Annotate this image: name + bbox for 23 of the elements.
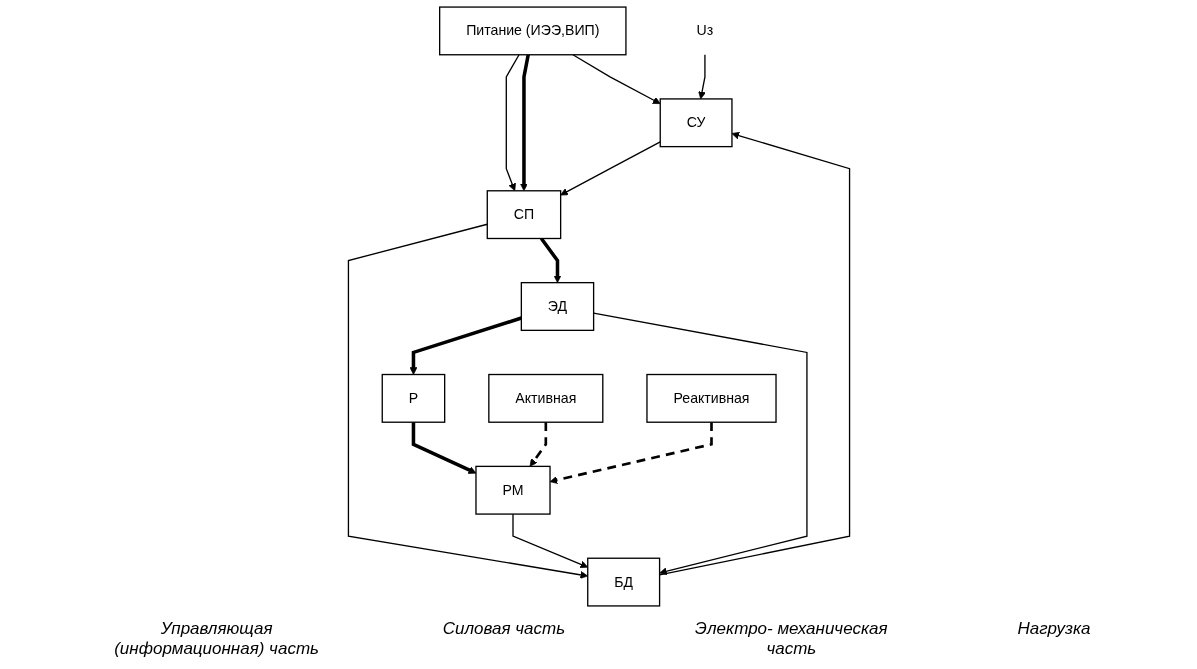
node-box: БД: [586, 557, 660, 607]
section-caption: Силовая часть: [442, 619, 566, 640]
arrow: [505, 54, 520, 192]
arrow: [347, 223, 588, 579]
arrow: [539, 237, 561, 283]
node-box: Р: [381, 373, 445, 423]
section-caption: Управляющая (информационная) часть: [113, 619, 320, 659]
arrow: [697, 54, 706, 100]
arrow: [549, 422, 713, 484]
node-box: Активная: [487, 373, 603, 423]
node-box: СУ: [659, 98, 733, 148]
arrow: [519, 54, 530, 192]
node-box: РМ: [474, 465, 551, 515]
node-box: ЭД: [520, 282, 594, 331]
node-box: СП: [486, 190, 561, 240]
section-caption: Электро- механическая часть: [694, 619, 889, 659]
arrow: [511, 513, 588, 569]
node-text: Uз: [696, 22, 713, 38]
section-caption: Нагрузка: [1017, 619, 1091, 640]
arrow: [411, 422, 476, 474]
node-box: Питание (ИЭЭ,ВИП): [438, 6, 627, 56]
node-box: Реактивная: [645, 373, 777, 423]
arrow: [529, 422, 547, 467]
